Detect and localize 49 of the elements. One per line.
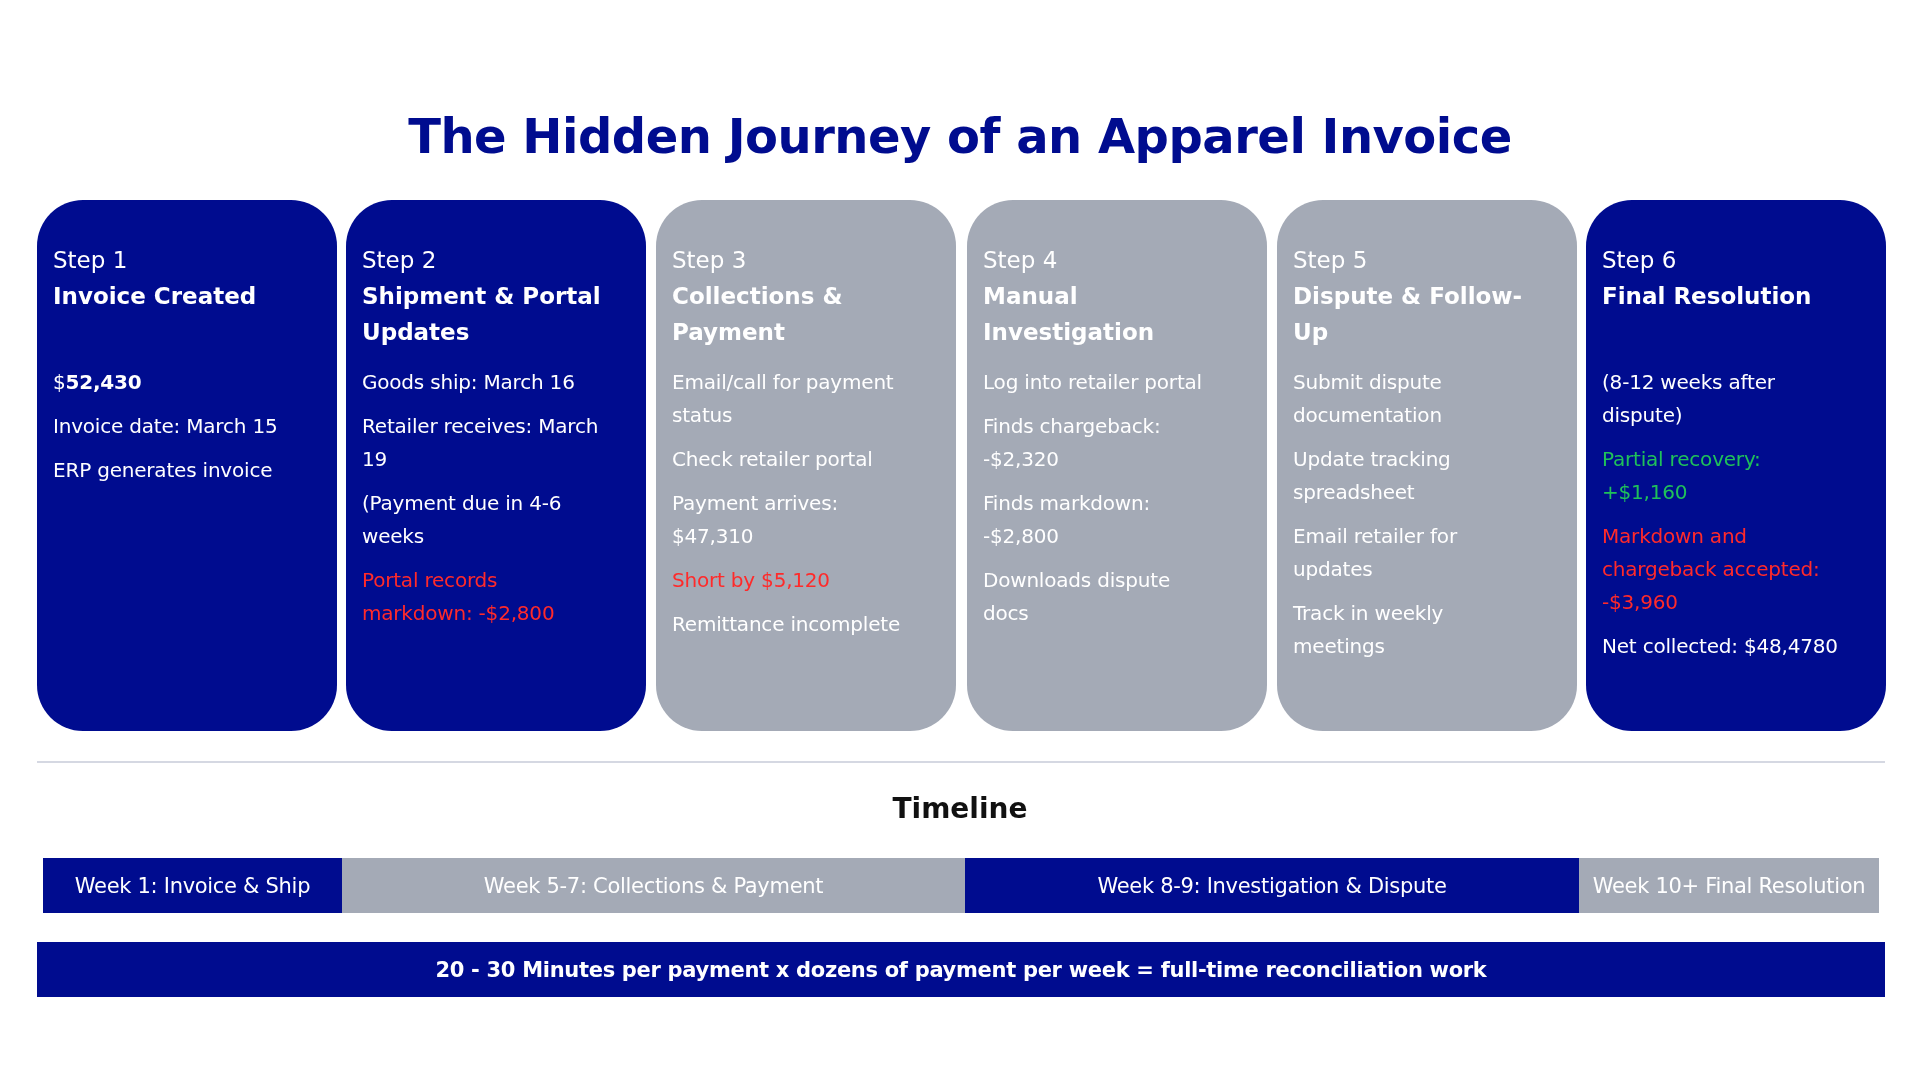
step-number: Step 2 <box>362 246 438 275</box>
summary-banner: 20 - 30 Minutes per payment x dozens of payment per week = full-time reconciliation work <box>37 942 1885 997</box>
card-text: Finds chargeback: -$2,320 <box>983 413 1162 473</box>
card-text: Update tracking spreadsheet <box>1293 446 1452 506</box>
step-heading: Invoice Created <box>53 283 257 309</box>
step-number: Step 3 <box>672 246 748 275</box>
card-text: Check retailer portal <box>672 446 874 473</box>
card-text: (8-12 weeks after dispute) <box>1602 369 1776 429</box>
card-text: Remittance incomplete <box>672 611 902 638</box>
step-number: Step 6 <box>1602 246 1678 275</box>
step-heading: Shipment & Portal Updates <box>362 283 601 345</box>
card-text: Invoice date: March 15 <box>53 413 279 440</box>
timeline-segment: Week 1: Invoice & Ship <box>43 858 342 913</box>
loss-text: Short by $5,120 <box>672 567 831 594</box>
card-text: Finds markdown: -$2,800 <box>983 490 1151 550</box>
card-text: ERP generates invoice <box>53 457 274 484</box>
step-card <box>1586 200 1886 731</box>
card-text: Submit dispute documentation <box>1293 369 1443 429</box>
loss-text: Portal records markdown: -$2,800 <box>362 567 556 627</box>
step-heading: Collections & Payment <box>672 283 843 345</box>
card-text: Log into retailer portal <box>983 369 1203 396</box>
timeline-segment: Week 10+ Final Resolution <box>1579 858 1879 913</box>
card-text: Goods ship: March 16 <box>362 369 576 396</box>
card-text: (Payment due in 4-6 weeks <box>362 490 563 550</box>
gain-text: Partial recovery: +$1,160 <box>1602 446 1762 506</box>
card-text: Net collected: $48,4780 <box>1602 633 1839 660</box>
card-text: $52,430 <box>53 369 143 396</box>
step-number: Step 4 <box>983 246 1059 275</box>
step-heading: Final Resolution <box>1602 283 1812 309</box>
step-heading: Dispute & Follow-Up <box>1293 283 1523 345</box>
loss-text: Markdown and chargeback accepted: -$3,960 <box>1602 523 1821 616</box>
step-card <box>37 200 337 731</box>
step-number: Step 5 <box>1293 246 1369 275</box>
timeline-segment: Week 8-9: Investigation & Dispute <box>965 858 1579 913</box>
step-card <box>656 200 956 731</box>
section-heading: Timeline <box>891 792 1029 825</box>
card-text: Email retailer for updates <box>1293 523 1459 583</box>
page-title: The Hidden Journey of an Apparel Invoice <box>407 108 1513 164</box>
step-card <box>346 200 646 731</box>
card-text: Email/call for payment status <box>672 369 895 429</box>
card-text: Downloads dispute docs <box>983 567 1171 627</box>
card-text: Payment arrives: $47,310 <box>672 490 839 550</box>
step-heading: Manual Investigation <box>983 283 1155 345</box>
timeline-segment: Week 5-7: Collections & Payment <box>342 858 965 913</box>
step-number: Step 1 <box>53 246 129 275</box>
step-card <box>1277 200 1577 731</box>
card-text: Retailer receives: March 19 <box>362 413 600 473</box>
step-card <box>967 200 1267 731</box>
card-text: Track in weekly meetings <box>1293 600 1445 660</box>
